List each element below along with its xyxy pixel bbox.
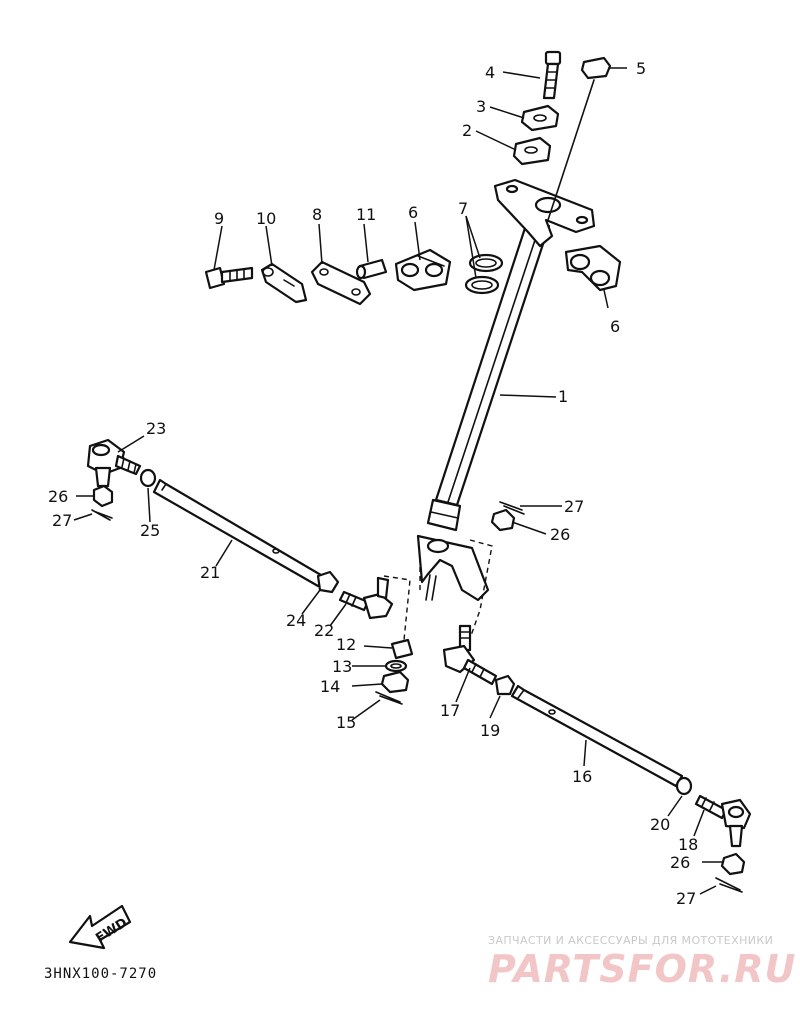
label-20: 20 — [650, 815, 670, 834]
label-23: 23 — [146, 419, 166, 438]
collar-6-right — [564, 244, 622, 292]
label-21: 21 — [200, 563, 220, 582]
watermark-tagline: ЗАПЧАСТИ И АКСЕССУАРЫ ДЛЯ МОТОТЕХНИКИ — [488, 934, 773, 947]
label-27-right: 27 — [676, 889, 696, 908]
tie-rod-end-22 — [338, 576, 394, 620]
diagram-code: 3HNX100-7270 — [44, 966, 157, 982]
label-15: 15 — [336, 713, 356, 732]
label-17: 17 — [440, 701, 460, 720]
label-8: 8 — [312, 205, 322, 224]
part-labels: 4 5 3 2 1 6 6 7 8 9 10 11 12 13 14 15 16… — [48, 59, 698, 908]
cotter-pin-15 — [375, 691, 403, 705]
label-26-left: 26 — [48, 487, 68, 506]
washer-13 — [384, 659, 408, 673]
label-4: 4 — [485, 63, 495, 82]
label-22: 22 — [314, 621, 334, 640]
label-14: 14 — [320, 677, 340, 696]
label-12: 12 — [336, 635, 356, 654]
collar-6-left — [394, 248, 452, 292]
tie-rod-end-18 — [694, 794, 752, 848]
nut-14 — [380, 670, 410, 694]
bushing-7 — [464, 253, 504, 295]
nut-25 — [139, 468, 157, 488]
label-24: 24 — [286, 611, 306, 630]
label-16: 16 — [572, 767, 592, 786]
label-19: 19 — [480, 721, 500, 740]
label-9: 9 — [214, 209, 224, 228]
lockwasher-10 — [260, 262, 308, 304]
bolt-4 — [542, 50, 562, 100]
label-5: 5 — [636, 59, 646, 78]
tie-rod-end-17 — [442, 624, 498, 686]
bolt-9 — [204, 266, 254, 290]
shaft-holder-lower — [512, 136, 552, 166]
nut-24 — [316, 570, 340, 594]
label-26-right: 26 — [670, 853, 690, 872]
tie-rod-16 — [510, 684, 684, 788]
label-13: 13 — [332, 657, 352, 676]
label-7: 7 — [458, 199, 468, 218]
label-10: 10 — [256, 209, 276, 228]
cap-5 — [580, 56, 612, 80]
sleeve-11 — [355, 258, 388, 280]
tie-rod-end-23 — [86, 438, 142, 488]
label-3: 3 — [476, 97, 486, 116]
label-27-center: 27 — [564, 497, 584, 516]
leader-lines — [73, 67, 722, 895]
cotter-pin-27-left — [91, 509, 113, 521]
label-6-left: 6 — [408, 203, 418, 222]
label-18: 18 — [678, 835, 698, 854]
label-6-right: 6 — [610, 317, 620, 336]
fwd-arrow-icon: FWD — [68, 904, 132, 950]
label-11: 11 — [356, 205, 376, 224]
nut-26-left — [92, 484, 114, 508]
nut-26-center — [490, 508, 516, 532]
label-2: 2 — [462, 121, 472, 140]
nut-12 — [390, 638, 414, 660]
watermark-brand: PARTSFOR.RU — [488, 947, 796, 991]
nut-19 — [494, 674, 516, 696]
upper-bracket — [493, 178, 596, 248]
cotter-pin-27-center — [499, 501, 525, 515]
nut-26-right — [720, 852, 746, 876]
cotter-pin-27-right — [715, 877, 743, 893]
nut-20 — [675, 776, 693, 796]
label-27-left: 27 — [52, 511, 72, 530]
label-1: 1 — [558, 387, 568, 406]
shaft-holder-upper — [520, 104, 560, 132]
tie-rod-21 — [152, 478, 328, 588]
label-25: 25 — [140, 521, 160, 540]
label-26-center: 26 — [550, 525, 570, 544]
